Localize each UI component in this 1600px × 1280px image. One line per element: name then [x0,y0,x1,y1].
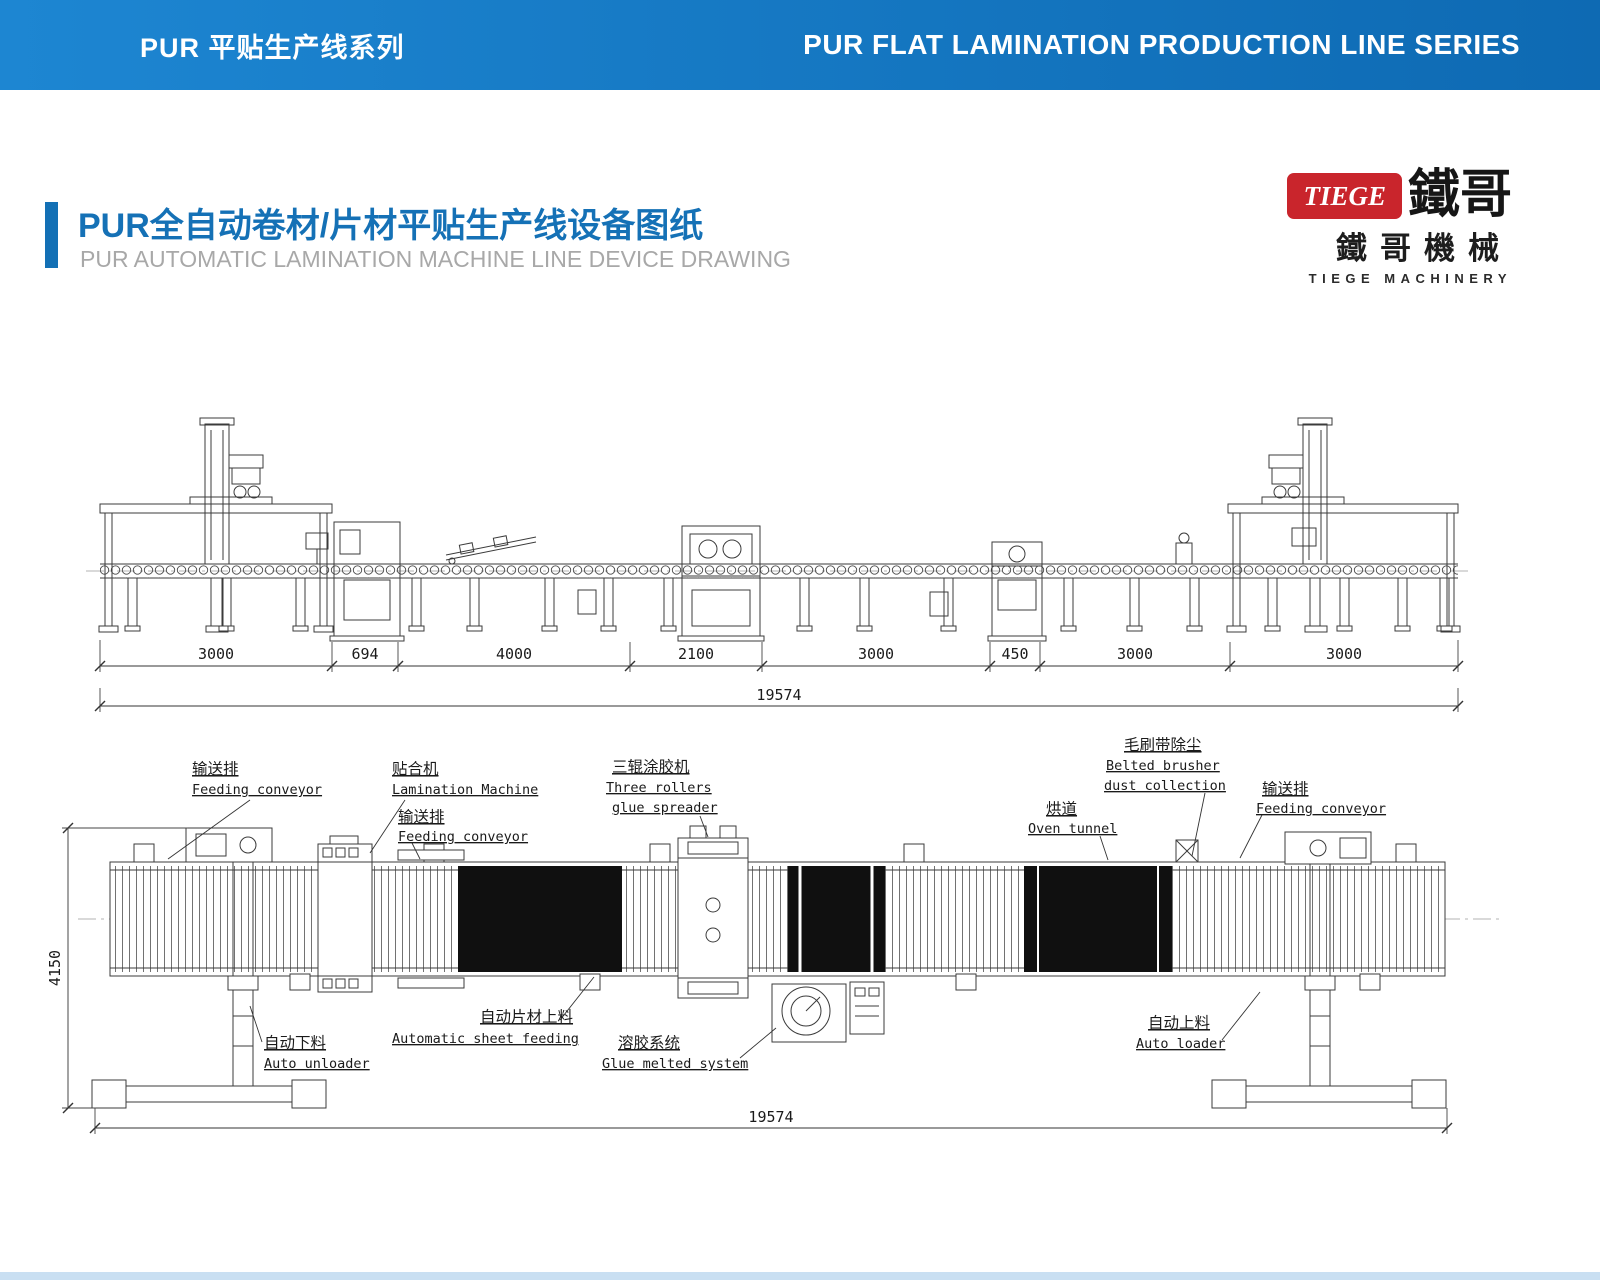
footer-strip [0,1272,1600,1280]
title-accent-bar [45,202,58,268]
brand-name-en: TIEGE MACHINERY [1308,270,1512,286]
dim-segment-8: 3000 [1326,645,1362,663]
section-title-zh: PUR全自动卷材/片材平贴生产线设备图纸 [78,207,704,245]
plan-lamination-machine [317,835,373,993]
dim-side-total: 19574 [756,686,801,704]
plan-view-labels: 4150 19574 输送排 Feeding conveyor 贴合机 Lami… [46,736,1386,1126]
label-lamination-machine-zh: 贴合机 [392,760,439,778]
label-glue-melted-en: Glue melted system [602,1056,748,1072]
header-title-zh: PUR 平贴生产线系列 [140,32,405,63]
side-sheet-feeder [445,535,597,615]
plan-glue-melted-system [771,981,885,1043]
plan-belt-section-1 [458,866,622,972]
plan-auto-loader [1211,831,1447,1109]
plan-total-dim [94,1108,1448,1134]
plan-belt-section-2 [788,866,885,972]
plan-motor-boxes [133,843,1417,991]
label-feeding-conveyor-right-en: Feeding conveyor [1256,801,1386,817]
dim-segment-2: 694 [351,645,378,663]
brand-logo-top: TIEGE 鐵哥 [1287,164,1512,225]
side-dim-extensions [99,640,1459,672]
brand-badge: TIEGE [1287,172,1402,219]
label-sheet-feeding-en: Automatic sheet feeding [392,1031,579,1047]
dim-segment-6: 450 [1001,645,1028,663]
dim-plan-height: 4150 [46,950,64,986]
label-sheet-feeding-zh: 自动片材上料 [480,1008,573,1026]
label-feeding-conveyor-left-en: Feeding conveyor [192,782,322,798]
side-auto-loader-gantry [1226,417,1461,633]
label-dust-collection-en2: dust collection [1104,778,1226,794]
brand-script-zh: 鐵哥 [1407,164,1512,225]
label-auto-loader-en: Auto loader [1136,1036,1225,1052]
label-dust-collection-zh: 毛刷带除尘 [1124,736,1202,754]
header-title-en: PUR FLAT LAMINATION PRODUCTION LINE SERI… [803,29,1520,60]
side-view-dim-labels: 3000 694 4000 2100 3000 450 3000 3000 19… [198,645,1362,704]
label-auto-loader-zh: 自动上料 [1148,1014,1210,1032]
dim-plan-total: 19574 [748,1108,793,1126]
dim-segment-4: 2100 [678,645,714,663]
label-glue-spreader-en2: glue spreader [612,800,718,816]
label-feeding-conveyor-left-zh: 输送排 [192,760,239,778]
label-lamination-machine-en: Lamination Machine [392,782,538,798]
label-glue-spreader-en1: Three rollers [606,780,712,796]
side-lamination-machine [329,521,405,642]
label-feeding-conveyor-right-zh: 输送排 [1262,780,1309,798]
dim-segment-7: 3000 [1117,645,1153,663]
label-oven-tunnel-en: Oven tunnel [1028,821,1117,837]
side-dust-brush-unit [987,532,1193,642]
label-glue-melted-zh: 溶胶系统 [618,1034,680,1052]
plan-view [62,792,1500,1134]
production-line-drawing: 3000 694 4000 2100 3000 450 3000 3000 19… [46,417,1500,1134]
side-auto-unloader-gantry [98,417,334,633]
plan-glue-spreader [677,825,749,999]
label-feeding-conveyor-mid-en: Feeding conveyor [398,829,528,845]
page-header: PUR 平贴生产线系列 PUR FLAT LAMINATION PRODUCTI… [0,0,1600,90]
brand-logo: TIEGE 鐵哥 鐵哥機械 TIEGE MACHINERY [1287,164,1512,286]
label-oven-tunnel-zh: 烘道 [1046,800,1077,818]
side-glue-spreader [677,525,765,642]
dim-segment-5: 3000 [858,645,894,663]
dim-segment-1: 3000 [198,645,234,663]
label-auto-unloader-zh: 自动下料 [264,1034,326,1052]
brand-name-zh: 鐵哥機械 [1336,230,1512,266]
plan-auto-unloader [91,827,327,1109]
label-dust-collection-en1: Belted brusher [1106,758,1220,774]
dim-segment-3: 4000 [496,645,532,663]
side-view [86,417,1472,712]
label-auto-unloader-en: Auto unloader [264,1056,370,1072]
side-total-dim [99,688,1459,712]
plan-feeding-frame [397,849,465,989]
label-feeding-conveyor-mid-zh: 输送排 [398,808,445,826]
plan-leader-lines [167,792,1263,1059]
label-glue-spreader-zh: 三辊涂胶机 [612,758,690,776]
section-subtitle-en: PUR AUTOMATIC LAMINATION MACHINE LINE DE… [80,246,791,272]
side-motor-box [929,591,949,617]
plan-oven-tunnel [1024,866,1172,972]
